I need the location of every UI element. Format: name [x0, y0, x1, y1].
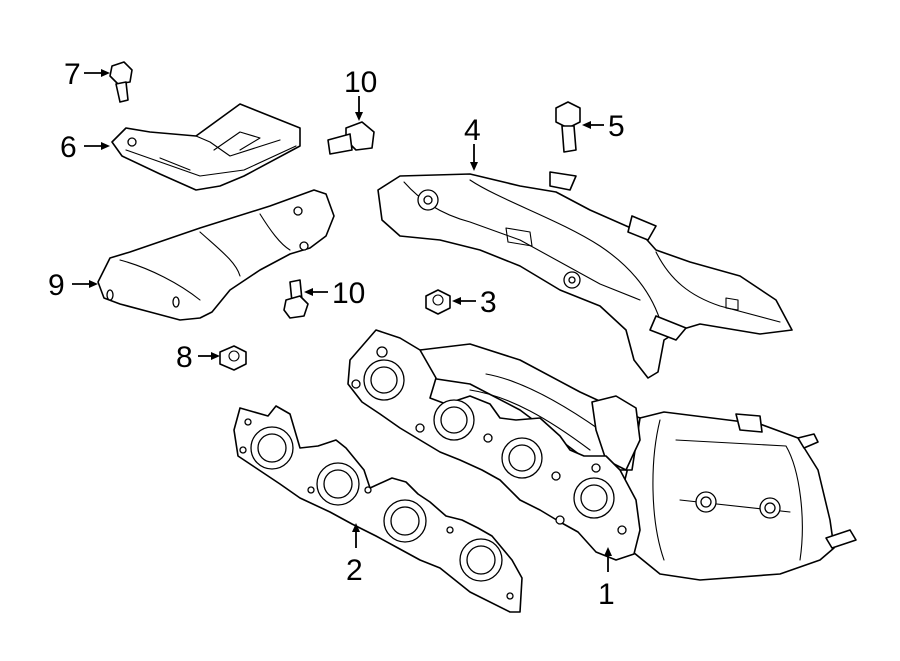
callout-5: 5 [608, 110, 625, 143]
bolt-5-part [555, 101, 581, 153]
bolt-7-part [109, 61, 133, 103]
callout-10-upper: 10 [344, 66, 377, 99]
callout-8: 8 [176, 341, 193, 374]
exhaust-manifold-converter-part [347, 329, 857, 581]
callout-1: 1 [598, 578, 615, 611]
manifold-heat-shield-part [377, 171, 793, 379]
manifold-gasket-part [233, 405, 523, 613]
nut-8-part [219, 345, 247, 371]
bolt-10-lower-part [283, 279, 309, 319]
upper-heat-shield-part [111, 103, 301, 191]
lower-heat-shield-part [97, 189, 335, 321]
bolt-10-upper-part [327, 121, 375, 155]
nut-3-part [425, 289, 451, 315]
callout-10-lower: 10 [332, 277, 365, 310]
callout-9: 9 [48, 269, 65, 302]
callout-6: 6 [60, 131, 77, 164]
callout-7: 7 [64, 58, 81, 91]
callout-3: 3 [480, 286, 497, 319]
callout-2: 2 [346, 554, 363, 587]
leader-arrows [72, 69, 612, 572]
callout-4: 4 [464, 114, 481, 147]
